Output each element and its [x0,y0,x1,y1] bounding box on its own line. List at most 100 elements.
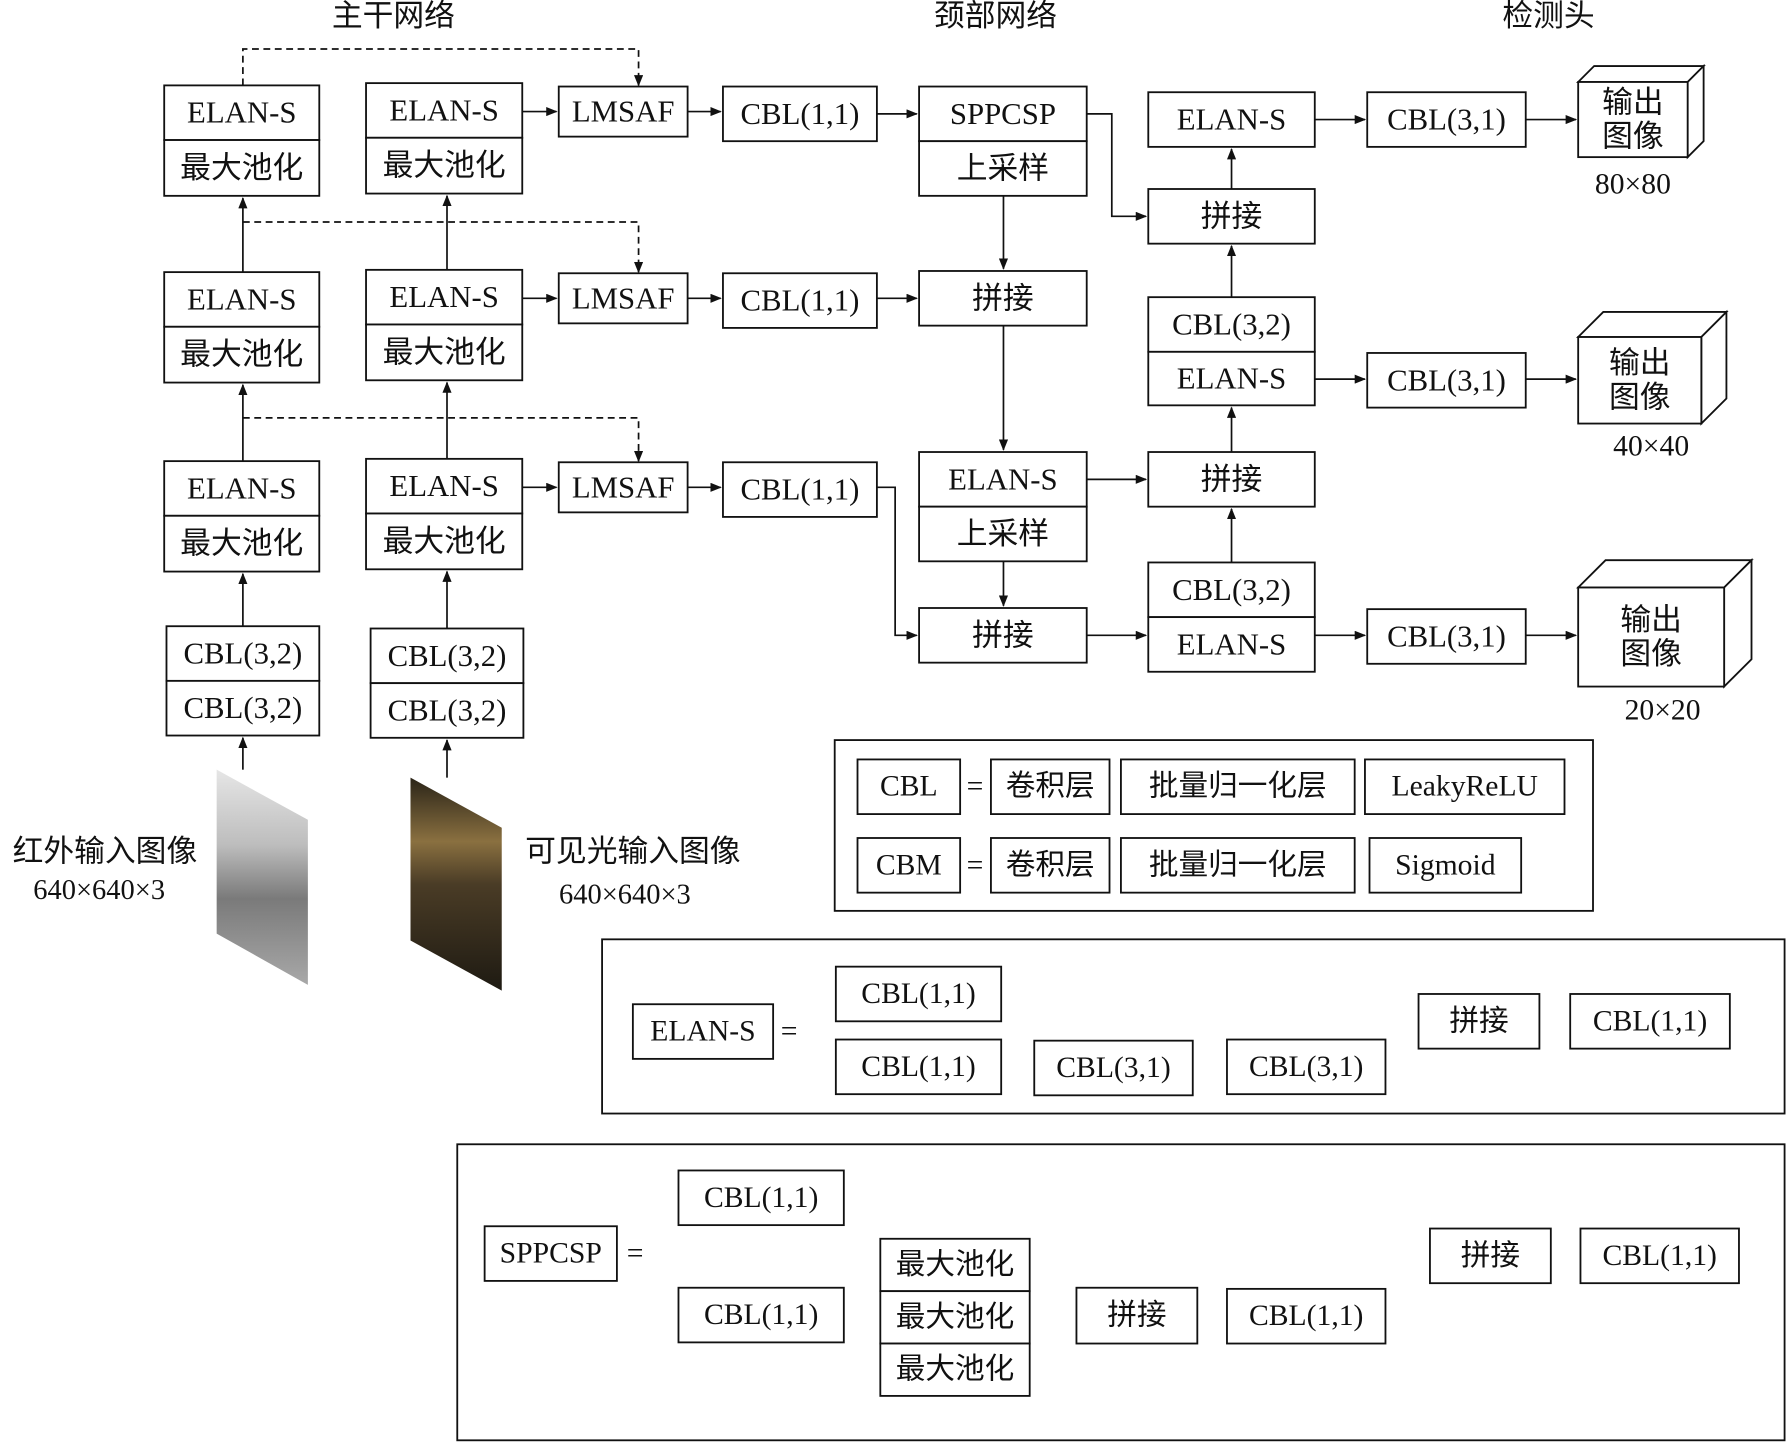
legend-component-label: 卷积层 [1006,848,1095,881]
maxpool-block-label: 最大池化 [383,524,506,558]
maxpool-block [163,514,321,573]
cbl11-block-label: CBL(1,1) [704,1182,818,1214]
elan-s-block [1147,616,1316,673]
elan-s-block-label: ELAN-S [1177,362,1286,396]
elan-s-block-label: ELAN-S [1177,103,1286,137]
elan-s-block-label: ELAN-S [389,93,498,127]
output-label-line2: 图像 [1620,637,1682,671]
dashed-skip-arrow [242,417,644,463]
legend-component [1120,758,1356,815]
legend-component-label: Sigmoid [1395,849,1496,881]
cbl32-block-label: CBL(3,2) [1172,308,1291,342]
cbl11-block-label: CBL(1,1) [741,97,860,131]
elan-s-block [365,457,524,515]
cbl32-block-label: CBL(3,2) [183,691,302,725]
elan-s-block [163,460,321,517]
output-label-line1: 输出 [1602,85,1664,119]
elan-s-block-label: ELAN-S [187,282,296,316]
vis-input-size: 640×640×3 [559,879,691,910]
elan-s-term-label: ELAN-S [650,1016,755,1048]
lmsaf-block [557,461,689,514]
cbl11-block [722,272,878,329]
upsample-block-label: 上采样 [957,152,1049,186]
elan-s-block-label: ELAN-S [187,96,296,130]
concat-block [1429,1227,1552,1285]
cbl11-block [677,1286,845,1344]
cbl11-block-label: CBL(1,1) [1249,1300,1363,1332]
cbl11-block [722,461,878,518]
cbl31-block [1226,1038,1387,1096]
visible-input-image [410,777,502,991]
maxpool-block [163,139,321,197]
lmsaf-block [557,85,689,138]
cbl11-block [834,1038,1003,1096]
maxpool-block-label: 最大池化 [383,149,506,183]
output-size-label: 80×80 [1595,168,1671,200]
upsample-block-label: 上采样 [957,517,1049,551]
concat-block-label: 拼接 [1449,1004,1508,1037]
cbl11-block-label: CBL(1,1) [1603,1240,1717,1272]
dashed-skip-arrow [242,48,644,87]
legend-component-label: LeakyReLU [1391,771,1537,803]
cbl11-block [722,85,878,143]
cbl32-block-label: CBL(3,2) [388,693,507,727]
legend-component [990,758,1111,815]
cbl31-block [1366,608,1527,665]
ir-input-label: 红外输入图像 [13,835,198,869]
sppcsp-block [918,85,1088,143]
output-image-cube [1575,63,1706,160]
maxpool-block [879,1342,1031,1397]
cbl11-block [834,965,1003,1023]
elan-s-block-label: ELAN-S [187,471,296,505]
output-label-line1: 输出 [1609,346,1671,380]
upsample-block [918,505,1088,563]
output-label-line2: 图像 [1609,380,1671,414]
concat-block-label: 拼接 [1201,199,1263,233]
maxpool-block-label: 最大池化 [896,1300,1015,1333]
legend-component [1364,758,1566,815]
lmsaf-block-label: LMSAF [572,470,675,504]
elan-s-block [365,268,524,326]
legend-component-label: 批量归一化层 [1149,770,1327,803]
cbl32-block [369,682,525,739]
maxpool-block [365,512,524,571]
equals-sign: = [627,1238,644,1270]
concat-block-label: 拼接 [1201,462,1263,496]
concat-block [1147,451,1316,508]
cbl32-block [1147,296,1316,353]
concat-block-label: 拼接 [1107,1299,1166,1332]
elan-s-block [1147,91,1316,148]
arrow [876,486,918,640]
legend-component [990,837,1111,894]
output-size-label: 20×20 [1625,694,1701,726]
cbl11-block-label: CBL(1,1) [741,473,860,507]
legend-component [1120,837,1356,894]
legend-component-label: 卷积层 [1006,770,1095,803]
cbl31-block-label: CBL(3,1) [1387,103,1506,137]
elan-s-block [918,451,1088,508]
concat-block [1417,993,1541,1050]
cbl11-block-label: CBL(1,1) [861,978,975,1010]
cbl11-block [1569,993,1731,1050]
maxpool-block [365,323,524,382]
maxpool-block-label: 最大池化 [896,1353,1015,1386]
cbl11-block-label: CBL(1,1) [1593,1005,1707,1037]
legend-component-label: 批量归一化层 [1149,848,1327,881]
cbl31-block [1033,1039,1194,1097]
cbl31-block-label: CBL(3,1) [1387,619,1506,653]
lmsaf-block-label: LMSAF [572,281,675,315]
cbl31-block-label: CBL(3,1) [1387,363,1506,397]
upsample-block [918,140,1088,197]
elan-s-block-label: ELAN-S [389,469,498,503]
cbl31-block-label: CBL(3,1) [1249,1051,1363,1083]
cbl32-block-label: CBL(3,2) [388,639,507,673]
cbl32-block-label: CBL(3,2) [183,637,302,671]
infrared-input-image [216,769,308,985]
cbl11-block-label: CBL(1,1) [861,1051,975,1083]
concat-block [1075,1286,1199,1345]
cbl11-block-label: CBL(1,1) [704,1299,818,1331]
head-title: 检测头 [1502,0,1594,33]
equals-sign: = [967,849,984,881]
cbl11-block [1226,1287,1387,1345]
